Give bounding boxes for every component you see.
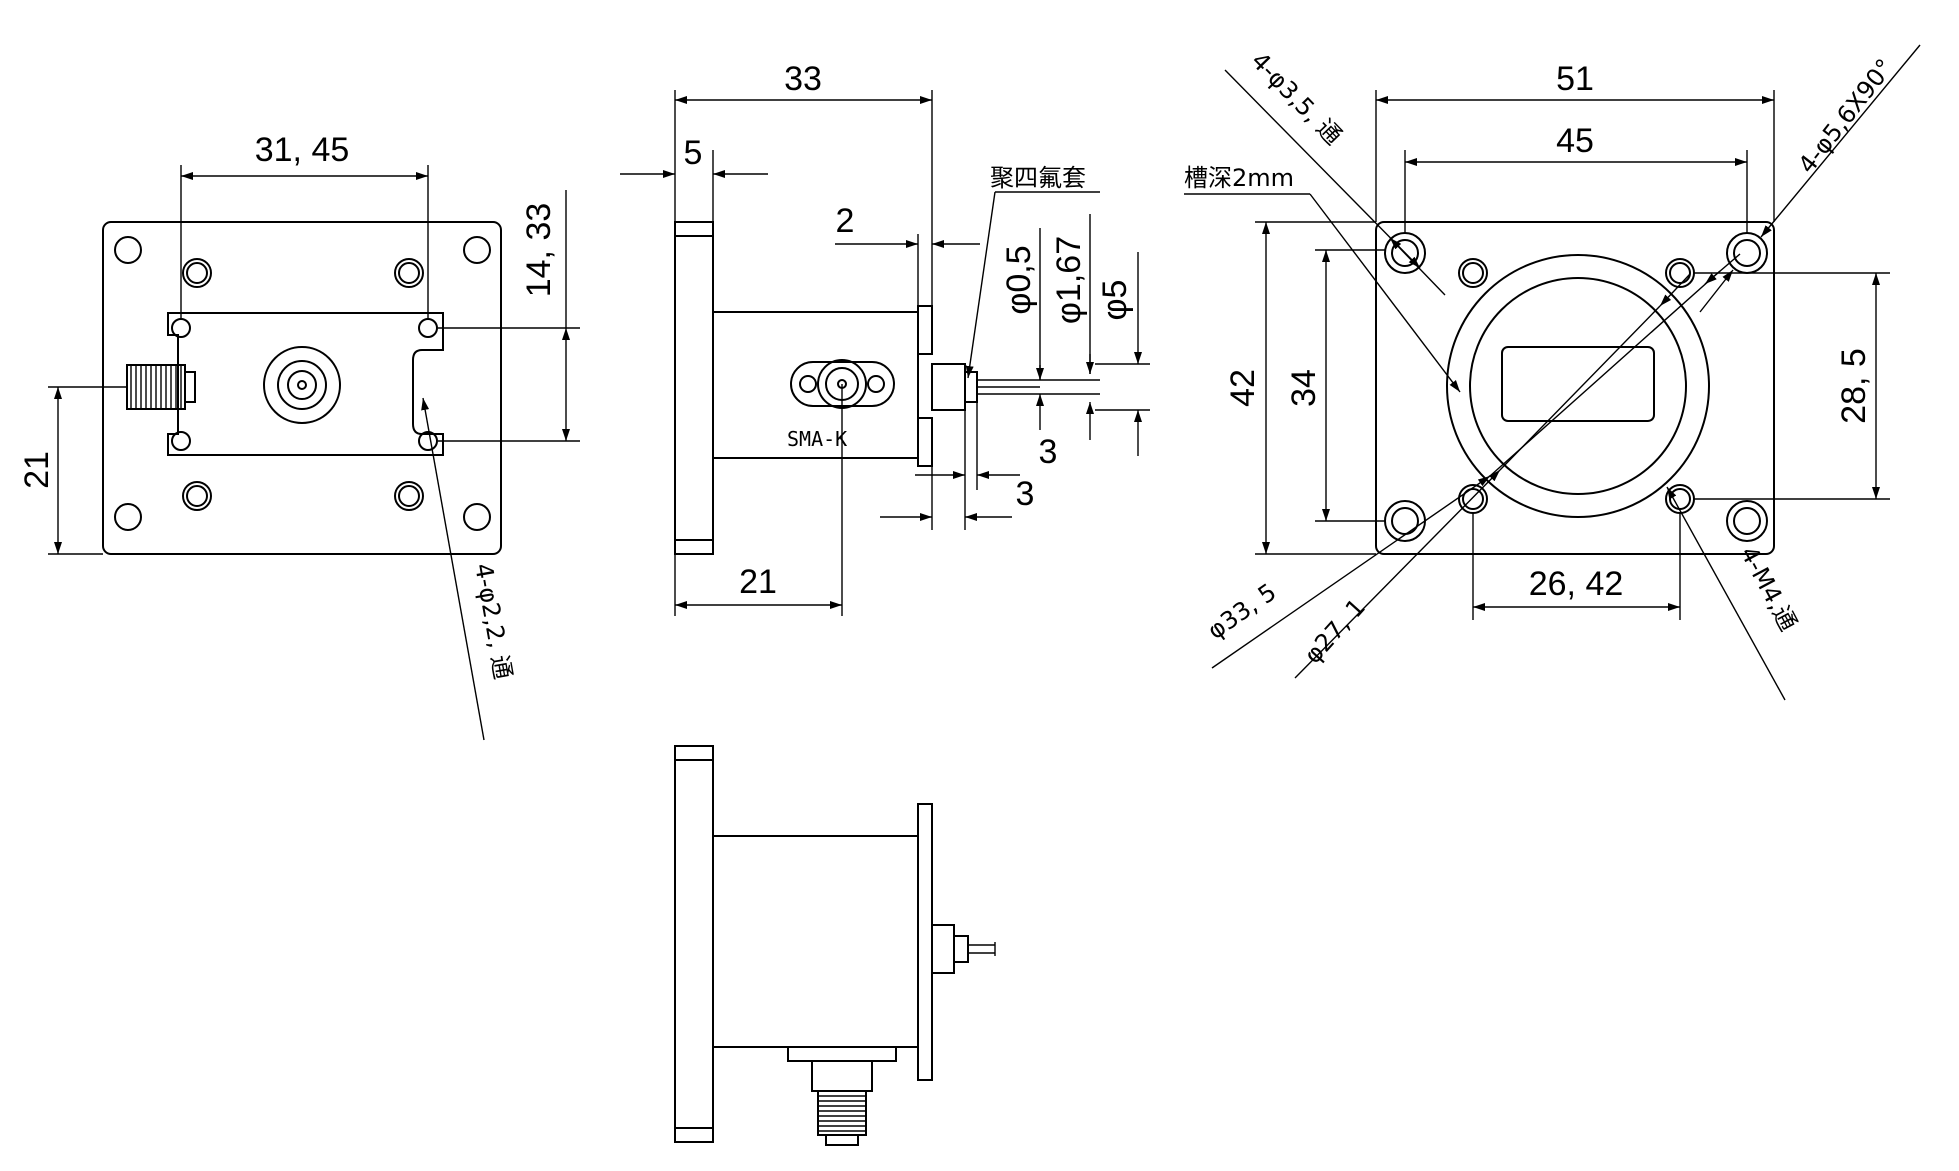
front-inner-plate: [167, 312, 444, 456]
bottom-body: [713, 835, 919, 1048]
dim-front-width: 31, 45: [255, 131, 350, 169]
dim-side-flange: 5: [684, 134, 703, 172]
dim-side-shell-length: 3: [1016, 475, 1035, 513]
front-bolt-hole: [394, 258, 424, 288]
front-small-hole: [171, 318, 191, 338]
label-flange-d1: φ33, 5: [1202, 578, 1281, 645]
flange-outline: [1375, 221, 1775, 555]
dim-front-overall: 21: [18, 451, 56, 489]
front-sma-side: [126, 364, 196, 410]
label-flange-groove: 槽深2mm: [1184, 164, 1294, 192]
dim-side-total: 33: [784, 60, 822, 98]
dim-side-pin-length: 3: [1039, 433, 1058, 471]
front-corner-hole: [114, 236, 142, 264]
dim-flange-height: 42: [1224, 369, 1262, 407]
front-bolt-hole: [182, 258, 212, 288]
dim-side-insulator: φ1,67: [1050, 236, 1088, 324]
front-flange-outline: [102, 221, 502, 555]
front-bolt-hole: [394, 481, 424, 511]
label-flange-d2: φ27, 1: [1299, 593, 1371, 669]
front-corner-hole: [463, 503, 491, 531]
front-bolt-hole: [182, 481, 212, 511]
side-view: SMA-K 33 5 2 聚四氟套 φ0,5 φ1,67 φ5: [620, 60, 1150, 616]
dim-side-shell: φ5: [1096, 280, 1134, 321]
label-front-holes: 4-φ2,2, 通: [469, 561, 517, 681]
dim-front-height: 14, 33: [520, 203, 558, 298]
side-flange: [674, 221, 714, 555]
dim-flange-bolt: 45: [1556, 122, 1594, 160]
side-body: [713, 311, 919, 459]
front-corner-hole: [114, 503, 142, 531]
dim-flange-bolt-height: 34: [1285, 369, 1323, 407]
dim-flange-outer: 51: [1556, 60, 1594, 98]
bottom-flange: [674, 745, 714, 1143]
front-center-connector: [263, 346, 341, 424]
flange-m4-hole: [1458, 258, 1488, 288]
dim-side-pin: φ0,5: [1000, 245, 1038, 314]
side-connector-shell: [931, 363, 966, 411]
label-flange-holes: 4-φ3,5, 通: [1246, 47, 1348, 151]
dim-flange-m4-width: 26, 42: [1529, 565, 1624, 603]
label-side-connector: SMA-K: [787, 427, 847, 451]
dim-flange-m4-height: 28, 5: [1835, 348, 1873, 424]
front-corner-hole: [463, 236, 491, 264]
front-small-hole: [171, 431, 191, 451]
flange-view: 51 45 42 34 28, 5 26, 42 4-φ3,5, 通 4-φ5,…: [1184, 44, 1921, 701]
front-small-hole: [418, 431, 438, 451]
flange-corner-hole: [1726, 500, 1768, 542]
bottom-sma-connector: [787, 1046, 897, 1146]
flange-groove-inner: [1469, 277, 1687, 495]
waveguide-aperture: [1501, 346, 1655, 422]
bottom-view: [674, 745, 996, 1146]
label-ptfe-sleeve: 聚四氟套: [990, 164, 1086, 192]
front-view: 31, 45 14, 33 21 4-φ2,2, 通: [18, 131, 580, 741]
dim-side-step: 2: [836, 202, 855, 240]
front-small-hole: [418, 318, 438, 338]
dim-side-connector-pos: 21: [739, 563, 777, 601]
label-flange-m4: 4-M4,通: [1735, 542, 1803, 636]
label-flange-countersink: 4-φ5,6X90°: [1793, 54, 1899, 179]
flange-groove-outer: [1446, 254, 1710, 518]
